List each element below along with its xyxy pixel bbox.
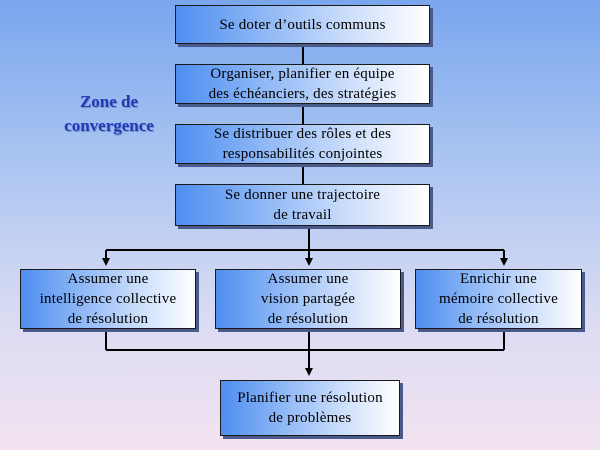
node-planifier-resolution: Planifier une résolution de problèmes (220, 380, 400, 436)
zone-de-convergence-label: Zone de convergence (64, 92, 154, 135)
node-distribuer-roles: Se distribuer des rôles et des responsab… (175, 124, 430, 164)
node-trajectoire-travail: Se donner une trajectoire de travail (175, 184, 430, 226)
node-outils-communs: Se doter d’outils communs (175, 5, 430, 44)
node-vision-partagee: Assumer une vision partagée de résolutio… (215, 269, 401, 329)
node-intelligence-collective: Assumer une intelligence collective de r… (20, 269, 196, 329)
node-organiser-planifier: Organiser, planifier en équipe des échéa… (175, 64, 430, 104)
node-memoire-collective: Enrichir une mémoire collective de résol… (415, 269, 582, 329)
